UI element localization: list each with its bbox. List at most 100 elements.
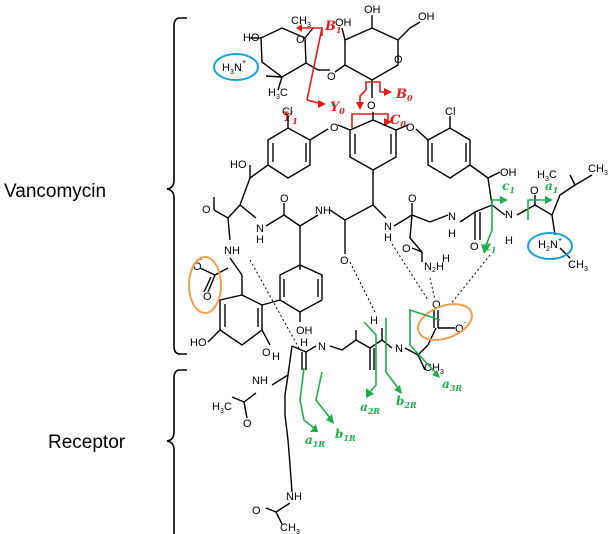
svg-text:2: 2 bbox=[546, 246, 550, 253]
svg-text:+: + bbox=[558, 237, 562, 244]
svg-text:C: C bbox=[549, 169, 557, 181]
peptide-cleavage-marks-vancomycin: c1 z1 a1 bbox=[481, 179, 558, 255]
glucose-sugar: OH OH OH O O bbox=[334, 4, 435, 112]
svg-text:3: 3 bbox=[440, 369, 444, 376]
svg-text:O: O bbox=[340, 255, 349, 267]
svg-text:z1: z1 bbox=[483, 239, 496, 255]
svg-text:b2R: b2R bbox=[396, 394, 417, 410]
svg-text:CH: CH bbox=[588, 163, 604, 175]
svg-text:NH: NH bbox=[224, 245, 240, 257]
svg-text:C: C bbox=[280, 87, 288, 99]
svg-text:N: N bbox=[424, 261, 432, 273]
svg-text:O: O bbox=[530, 185, 539, 197]
carboxylate-ring-receptor bbox=[417, 303, 473, 341]
svg-text:N: N bbox=[384, 221, 392, 233]
svg-text:O: O bbox=[252, 505, 261, 517]
svg-text:H: H bbox=[538, 239, 546, 251]
svg-text:NH: NH bbox=[315, 205, 331, 217]
left-chloroaryl-ring: Cl HO bbox=[230, 106, 329, 206]
svg-text:O: O bbox=[327, 71, 336, 83]
svg-text:+: + bbox=[242, 59, 246, 66]
svg-text:O: O bbox=[330, 122, 339, 134]
svg-text:O: O bbox=[402, 243, 411, 255]
svg-text:3: 3 bbox=[604, 170, 608, 177]
receptor-peptide: CH 3 N H N H NH O H 3 C NH O CH 3 bbox=[212, 315, 444, 534]
svg-text:O: O bbox=[280, 193, 289, 205]
svg-text:NH: NH bbox=[286, 491, 302, 503]
svg-text:-: - bbox=[464, 320, 467, 327]
vancomycin-brace bbox=[166, 17, 187, 355]
svg-text:H: H bbox=[212, 401, 220, 413]
svg-text:OH: OH bbox=[500, 167, 517, 179]
svg-text:O: O bbox=[406, 122, 415, 134]
svg-text:3: 3 bbox=[220, 408, 224, 415]
svg-text:-: - bbox=[200, 257, 203, 264]
svg-text:O: O bbox=[470, 241, 479, 253]
svg-text:3: 3 bbox=[545, 176, 549, 183]
svg-text:OH: OH bbox=[364, 4, 381, 16]
svg-text:O: O bbox=[394, 54, 403, 66]
peptide-backbone: O NH N H O NH O N H O O N 2 H H N H O bbox=[202, 163, 608, 274]
svg-text:HO: HO bbox=[190, 337, 207, 349]
svg-text:N: N bbox=[318, 341, 326, 353]
svg-text:c1: c1 bbox=[502, 179, 515, 195]
vancomycin-label: Vancomycin bbox=[4, 181, 106, 202]
svg-text:O: O bbox=[432, 299, 441, 311]
svg-text:H: H bbox=[448, 228, 456, 240]
svg-text:OH: OH bbox=[335, 17, 352, 29]
svg-text:2: 2 bbox=[432, 267, 436, 274]
receptor-carboxylate: O O - bbox=[417, 299, 473, 346]
hydrogen-bonds bbox=[249, 243, 491, 351]
svg-text:O: O bbox=[367, 100, 376, 112]
svg-text:O: O bbox=[193, 261, 202, 273]
svg-text:O: O bbox=[262, 347, 271, 359]
right-chloroaryl-ring: Cl OH bbox=[415, 106, 517, 206]
svg-text:H: H bbox=[222, 62, 230, 74]
vancosamine-sugar: CH 3 O HO H 3 C H 3 N + O bbox=[213, 15, 336, 101]
svg-text:3: 3 bbox=[296, 529, 300, 534]
svg-text:H: H bbox=[272, 351, 280, 363]
svg-text:OH: OH bbox=[418, 11, 435, 23]
peptide-cleavage-marks-receptor: a3R b2R a2R b1R a1R bbox=[299, 308, 462, 449]
receptor-brace bbox=[166, 369, 187, 534]
svg-text:HO: HO bbox=[230, 159, 247, 171]
svg-text:3: 3 bbox=[230, 69, 234, 76]
charged-amine-ring-leucine bbox=[527, 232, 573, 260]
svg-text:OH: OH bbox=[296, 325, 313, 337]
svg-text:CH: CH bbox=[280, 522, 296, 534]
svg-text:Cl: Cl bbox=[282, 106, 292, 118]
carboxylate-ring-left bbox=[188, 256, 222, 314]
svg-text:N: N bbox=[395, 343, 403, 355]
receptor-label: Receptor bbox=[48, 432, 126, 453]
svg-text:3: 3 bbox=[307, 22, 311, 29]
svg-text:N: N bbox=[550, 239, 558, 251]
svg-text:B0: B0 bbox=[395, 87, 413, 103]
dihydroxyphenyl-ring: HO O H O - O bbox=[188, 256, 280, 363]
svg-text:a1: a1 bbox=[545, 179, 558, 195]
svg-text:N: N bbox=[505, 209, 513, 221]
svg-text:O: O bbox=[455, 323, 464, 335]
svg-text:b1R: b1R bbox=[335, 427, 356, 443]
svg-text:a1R: a1R bbox=[305, 433, 325, 449]
svg-text:3: 3 bbox=[276, 94, 280, 101]
svg-text:H: H bbox=[436, 261, 444, 273]
hydroxyphenyl-ring: OH bbox=[261, 255, 323, 337]
svg-text:a3R: a3R bbox=[442, 377, 462, 393]
central-aryl-ring: O O bbox=[330, 112, 415, 185]
svg-text:O: O bbox=[408, 193, 417, 205]
svg-text:H: H bbox=[256, 234, 264, 246]
svg-text:C0: C0 bbox=[390, 113, 406, 129]
svg-text:3: 3 bbox=[584, 266, 588, 273]
svg-text:NH: NH bbox=[252, 375, 268, 387]
charged-amine-ring-sugar bbox=[213, 53, 259, 81]
svg-text:N: N bbox=[234, 62, 242, 74]
svg-text:a2R: a2R bbox=[360, 400, 380, 416]
svg-text:H: H bbox=[384, 232, 392, 244]
svg-text:H: H bbox=[537, 169, 545, 181]
svg-text:Cl: Cl bbox=[445, 106, 455, 118]
svg-text:H: H bbox=[300, 337, 308, 349]
svg-text:B1: B1 bbox=[324, 19, 342, 35]
svg-text:N: N bbox=[448, 211, 456, 223]
svg-text:O: O bbox=[243, 418, 252, 430]
